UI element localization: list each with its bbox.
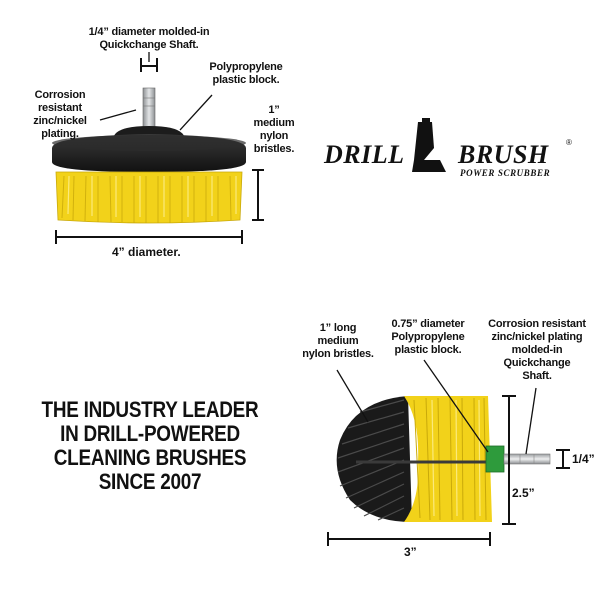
side-block-label-line: Polypropylene xyxy=(391,331,465,343)
headline-line: SINCE 2007 xyxy=(98,469,202,494)
headline-line: CLEANING BRUSHES xyxy=(53,445,247,470)
top-block-label-line: Polypropylene xyxy=(209,61,283,73)
side-brush-block xyxy=(485,445,505,473)
top-plating-label-line: plating. xyxy=(41,128,79,140)
side-brush-yellow-bristles xyxy=(404,396,492,522)
headline-line: IN DRILL-POWERED xyxy=(60,421,240,446)
top-bristle-label: 1” medium nylon bristles. xyxy=(244,104,304,156)
side-shaft-label: Corrosion resistant zinc/nickel plating … xyxy=(480,318,594,383)
side-width-dimension-label: 3” xyxy=(404,545,417,559)
top-plating-label-line: zinc/nickel xyxy=(33,115,87,127)
side-brush xyxy=(327,359,570,546)
side-shaft-label-line: Corrosion resistant xyxy=(488,318,586,330)
top-bristle-label-line: nylon xyxy=(259,130,289,142)
logo-word-drill: DRILL xyxy=(324,140,405,169)
top-shaft-label-line: Quickchange Shaft. xyxy=(99,39,199,51)
side-brush-shaft xyxy=(503,453,551,465)
top-plating-label-line: resistant xyxy=(37,102,83,114)
side-brush-dimensions xyxy=(327,359,570,546)
top-brush-dimensions xyxy=(55,52,264,244)
side-shaft-label-line: Quickchange xyxy=(503,357,571,369)
side-bristle-label-line: nylon bristles. xyxy=(302,348,374,360)
side-shaft-label-line: Shaft. xyxy=(522,370,552,382)
top-bristle-label-line: bristles. xyxy=(253,143,295,155)
side-shaft-label-line: molded-in xyxy=(511,344,563,356)
top-shaft-label: 1/4” diameter molded-in Quickchange Shaf… xyxy=(72,26,226,52)
top-plating-label: Corrosion resistant zinc/nickel plating. xyxy=(20,89,100,141)
side-shaft-label-line: zinc/nickel plating xyxy=(491,331,583,343)
top-shaft-label-line: 1/4” diameter molded-in xyxy=(88,26,210,38)
side-bristle-label-line: 1” long xyxy=(319,322,357,334)
side-brush-black-bristles xyxy=(336,396,412,522)
logo-tagline: POWER SCRUBBER xyxy=(460,168,551,178)
logo-registered-mark: ® xyxy=(566,138,572,147)
side-bristle-label-line: medium xyxy=(317,335,359,347)
top-brush-bristles xyxy=(55,171,243,224)
top-bristle-label-line: medium xyxy=(253,117,295,129)
top-brush-shaft xyxy=(142,87,156,131)
top-brush xyxy=(52,52,264,244)
side-bristle-label: 1” long medium nylon bristles. xyxy=(296,322,380,361)
top-bristle-label-line: 1” xyxy=(268,104,280,116)
drill-logo-icon xyxy=(412,118,446,172)
logo-word-brush: BRUSH xyxy=(458,140,549,169)
top-plating-label-line: Corrosion xyxy=(34,89,86,101)
top-block-label: Polypropylene plastic block. xyxy=(196,61,296,87)
top-block-label-line: plastic block. xyxy=(212,74,280,86)
side-shaft-dimension-label: 1/4” xyxy=(572,452,595,466)
side-block-label: 0.75” diameter Polypropylene plastic blo… xyxy=(382,318,474,357)
headline-line: THE INDUSTRY LEADER xyxy=(41,397,259,422)
brand-logo: DRILL BRUSH ® POWER SCRUBBER xyxy=(320,138,580,184)
side-height-dimension-label: 2.5” xyxy=(512,486,535,500)
top-diameter-label: 4” diameter. xyxy=(112,245,181,259)
side-block-label-line: plastic block. xyxy=(394,344,462,356)
headline: THE INDUSTRY LEADER IN DRILL-POWERED CLE… xyxy=(21,398,279,494)
side-block-label-line: 0.75” diameter xyxy=(391,318,465,330)
